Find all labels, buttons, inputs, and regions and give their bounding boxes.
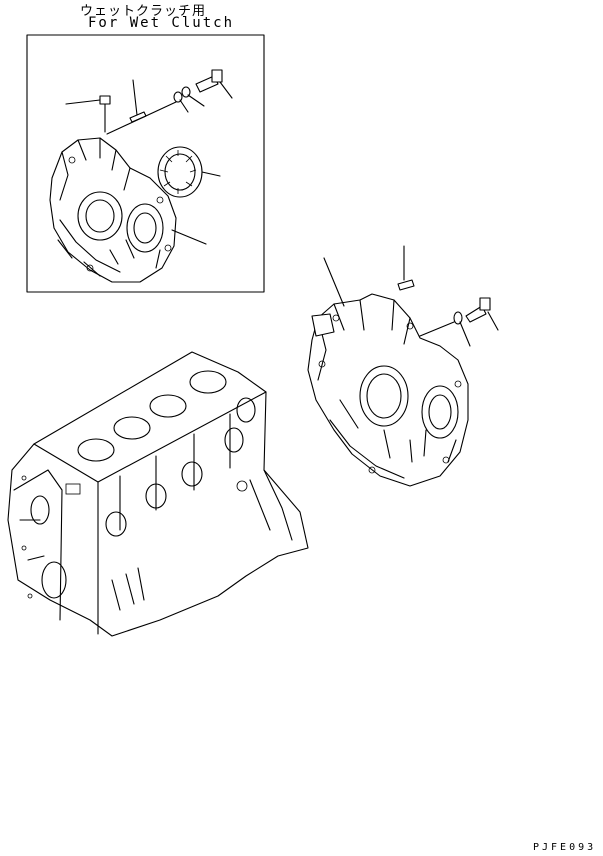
inset-seal-leader <box>201 171 221 177</box>
cylinder-block <box>7 351 309 637</box>
inset-washer <box>173 86 205 113</box>
housing-leader <box>323 257 345 307</box>
wet-clutch-inset-frame <box>26 34 265 293</box>
inset-housing-leader <box>171 229 207 245</box>
washer-leader <box>419 321 455 337</box>
inset-seal-ring <box>157 146 203 198</box>
drawing-code: PJFE093 <box>533 842 597 853</box>
inset-title-english: For Wet Clutch <box>88 15 235 31</box>
inset-leader-line <box>106 101 177 135</box>
dowel-pin <box>397 245 415 291</box>
inset-flywheel-housing <box>49 137 177 283</box>
inset-title-japanese: ウェットクラッチ用 <box>80 4 207 19</box>
inset-dowel-pin <box>129 79 147 123</box>
inset-bolt-left <box>65 95 111 133</box>
washer <box>453 311 471 347</box>
inset-bolt-right <box>195 69 233 99</box>
bolt <box>465 297 499 331</box>
flywheel-housing <box>307 293 469 487</box>
